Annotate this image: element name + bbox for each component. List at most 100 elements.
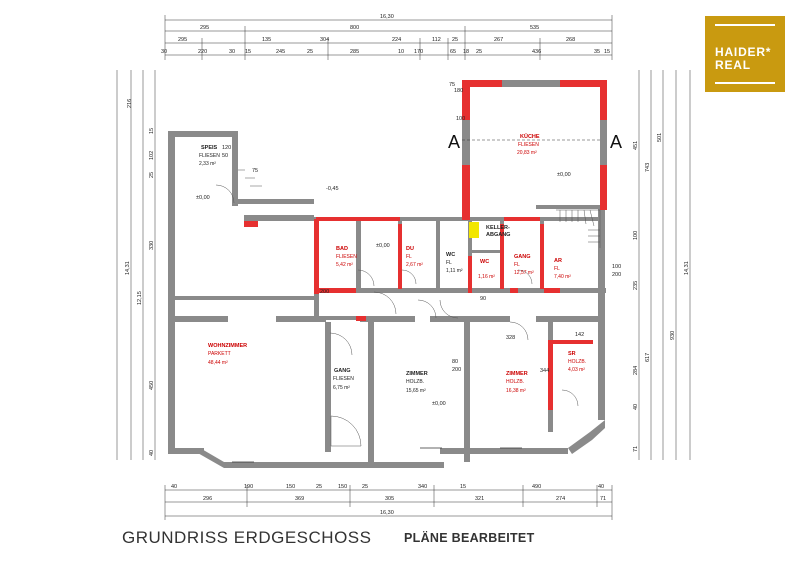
dim-label: 344 <box>540 368 549 374</box>
dim-label: 150 <box>338 484 347 490</box>
logo-text: HAIDER* REAL <box>715 46 771 72</box>
room-gang-top-floor: FL <box>514 262 520 268</box>
dim-label: 25 <box>307 49 313 55</box>
dim-label: 25 <box>476 49 482 55</box>
dim-label: 135 <box>262 37 271 43</box>
level-markers: ±0,00 -0,45 ±0,00 ±0,00 ±0,00 <box>196 172 571 407</box>
room-wc2-area: 1,16 m² <box>478 274 495 280</box>
level-zero: ±0,00 <box>376 243 390 249</box>
room-bad-area: 5,42 m² <box>336 262 353 268</box>
dim-label: 15 <box>604 49 610 55</box>
level-minus: -0,45 <box>326 186 339 192</box>
room-du-floor: FL <box>406 254 412 260</box>
dim-label: 112 <box>432 37 441 43</box>
dim-label: 90 <box>480 296 486 302</box>
dim-label: 450 <box>149 381 155 390</box>
dim-label: 25 <box>362 484 368 490</box>
dim-label: 10 <box>398 49 404 55</box>
dim-label: 930 <box>670 331 676 340</box>
dim-label: 328 <box>506 335 515 341</box>
section-markers: A A <box>448 132 622 152</box>
room-sr-area: 4,03 m² <box>568 367 585 373</box>
room-zimmer2-name: ZIMMER <box>506 371 528 377</box>
room-gang-top-name: GANG <box>514 254 531 260</box>
room-du-area: 2,67 m² <box>406 262 423 268</box>
dim-label: 15 <box>460 484 466 490</box>
dim-label: 224 <box>392 37 401 43</box>
walls <box>168 80 607 468</box>
room-bad-name: BAD <box>336 246 348 252</box>
room-zimmer1-name: ZIMMER <box>406 371 428 377</box>
room-gang-top-area: 12,57 m² <box>514 270 534 276</box>
dim-label: 295 <box>200 25 209 31</box>
dim-label: 35 <box>594 49 600 55</box>
level-zero: ±0,00 <box>432 401 446 407</box>
room-kueche-name: KÜCHE <box>520 133 540 140</box>
room-labels: SPEIS FLIESEN 2,33 m² KÜCHE FLIESEN 20,8… <box>199 133 586 394</box>
dim-label: 295 <box>178 37 187 43</box>
room-kueche-area: 20,83 m² <box>517 150 537 156</box>
dim-label: 170 <box>414 49 423 55</box>
section-marker-right: A <box>610 132 622 152</box>
logo-line2: REAL <box>715 58 751 72</box>
room-speis-name: SPEIS <box>201 145 218 151</box>
dim-label: 25 <box>149 172 155 178</box>
room-speis-floor: FLIESEN <box>199 153 220 159</box>
dim-label: 321 <box>475 496 484 502</box>
room-ar-floor: FL <box>554 266 560 272</box>
level-zero: ±0,00 <box>196 195 210 201</box>
dim-label: 12,15 <box>137 291 143 305</box>
dim-label: 15 <box>245 49 251 55</box>
dim-label: 330 <box>149 241 155 250</box>
logo-rule-top <box>715 24 775 26</box>
dim-label: 451 <box>633 141 639 150</box>
dim-label: 100 <box>456 116 465 122</box>
dim-total-top: 16,30 <box>380 14 394 20</box>
room-wc1-floor: FL <box>446 260 452 266</box>
dim-label: 274 <box>556 496 565 502</box>
haider-real-logo: HAIDER* REAL <box>705 16 785 92</box>
dim-label: 80 <box>452 359 458 365</box>
dim-label: 216 <box>127 99 133 108</box>
kellerabgang-marker <box>469 222 479 238</box>
room-wc2-name: WC <box>480 259 489 265</box>
dim-label: 40 <box>149 450 155 456</box>
logo-line1: HAIDER* <box>715 45 772 59</box>
room-zimmer2-area: 16,38 m² <box>506 388 526 394</box>
dim-label: 180 <box>454 88 463 94</box>
level-zero: ±0,00 <box>557 172 571 178</box>
top-dimension-labels: 16,30 295 800 535 295 135 304 224 112 25… <box>161 14 610 55</box>
dim-label: 296 <box>203 496 212 502</box>
dim-label: 220 <box>198 49 207 55</box>
logo-rule-bottom <box>715 82 775 84</box>
dim-label: 40 <box>171 484 177 490</box>
room-sr-floor: HOLZB. <box>568 359 586 365</box>
dim-label: 305 <box>385 496 394 502</box>
room-wc1-area: 1,11 m² <box>446 268 463 274</box>
doors <box>215 184 579 447</box>
side-dimensions <box>116 70 691 460</box>
section-marker-left: A <box>448 132 460 152</box>
dim-label: 268 <box>566 37 575 43</box>
dim-label: 65 <box>450 49 456 55</box>
room-du-name: DU <box>406 246 414 252</box>
dim-label: 284 <box>633 366 639 375</box>
dim-label: 743 <box>645 163 651 172</box>
highlighted-walls <box>244 80 607 410</box>
room-wohnzimmer-floor: PARKETT <box>208 351 231 357</box>
windows <box>232 447 522 463</box>
left-dimension-labels: 216 15 102 25 330 12,15 14,31 450 40 <box>125 99 155 456</box>
room-wohnzimmer-area: 48,44 m² <box>208 360 228 366</box>
dim-label: 40 <box>598 484 604 490</box>
dim-label: 102 <box>149 151 155 160</box>
room-keller-line1: KELLER- <box>486 225 510 231</box>
right-dimension-labels: 451 743 501 14,31 100 235 617 930 284 40… <box>633 133 690 452</box>
room-speis-area: 2,33 m² <box>199 161 216 167</box>
room-gang-floor: FLIESEN <box>333 376 354 382</box>
room-ar-area: 7,40 m² <box>554 274 571 280</box>
dim-label: 617 <box>645 353 651 362</box>
dim-label: 71 <box>600 496 606 502</box>
dim-label: 800 <box>350 25 359 31</box>
room-gang-name: GANG <box>334 368 351 374</box>
